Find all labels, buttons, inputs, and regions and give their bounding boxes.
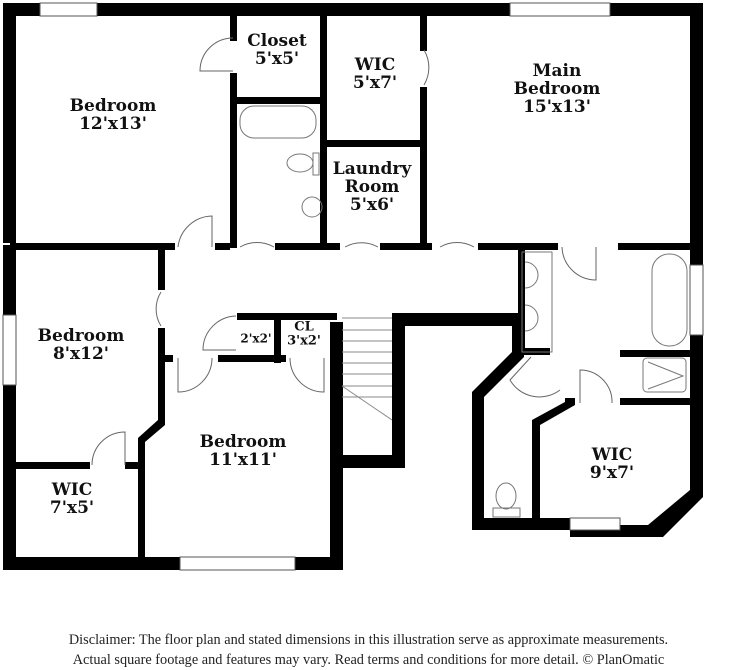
room-dimensions: 3'x2' xyxy=(287,333,321,348)
room-name: CL xyxy=(294,319,314,335)
sink-icon xyxy=(524,304,539,332)
room-cl: CL 3'x2' xyxy=(287,320,321,347)
freestanding-tub-icon xyxy=(651,253,688,347)
room-name: Bedroom xyxy=(37,326,125,347)
room-bedroom-nw: Bedroom 12'x13' xyxy=(69,96,157,134)
disclaimer-line-1: Disclaimer: The floor plan and stated di… xyxy=(68,632,669,648)
doors xyxy=(91,37,613,466)
room-dimensions: 11'x11' xyxy=(209,450,277,470)
room-bedroom-s: Bedroom 11'x11' xyxy=(199,432,287,470)
room-closet: Closet 5'x5' xyxy=(247,31,307,69)
exterior-walls xyxy=(3,3,703,570)
disclaimer: Disclaimer: The floor plan and stated di… xyxy=(0,630,737,670)
room-dimensions: 5'x7' xyxy=(352,73,398,93)
shower-icon xyxy=(642,357,687,393)
bathtub-icon xyxy=(239,105,317,139)
room-dimensions: 12'x13' xyxy=(79,114,147,134)
room-name-line1: Main xyxy=(532,61,582,82)
room-name: WIC xyxy=(591,445,633,466)
room-name-line1: Laundry xyxy=(332,159,412,180)
room-name: WIC xyxy=(51,480,93,501)
disclaimer-line-2: Actual square footage and features may v… xyxy=(72,652,665,668)
room-wic-sw: WIC 7'x5' xyxy=(49,480,95,518)
room-dimensions: 9'x7' xyxy=(589,463,635,483)
room-wic-top: WIC 5'x7' xyxy=(352,55,398,93)
room-name: WIC xyxy=(354,55,396,76)
room-dimensions: 2'x2' xyxy=(240,331,272,346)
sink-icon xyxy=(301,196,323,218)
floor-plan xyxy=(2,2,704,571)
room-dimensions: 8'x12' xyxy=(52,344,110,364)
room-dimensions: 7'x5' xyxy=(49,498,95,518)
room-wic-se: WIC 9'x7' xyxy=(589,445,635,483)
room-laundry: Laundry Room 5'x6' xyxy=(332,159,412,215)
toilet-icon xyxy=(495,482,517,510)
room-name-line2: Bedroom xyxy=(513,79,601,100)
sink-icon xyxy=(524,261,539,289)
room-name: Bedroom xyxy=(199,432,287,453)
room-name: Bedroom xyxy=(69,96,157,117)
room-name: Closet xyxy=(247,31,307,52)
room-dimensions: 5'x5' xyxy=(254,49,300,69)
room-name-line2: Room xyxy=(344,177,400,198)
toilet-icon xyxy=(286,153,314,173)
room-main-bedroom: Main Bedroom 15'x13' xyxy=(513,61,601,117)
room-bedroom-w: Bedroom 8'x12' xyxy=(37,326,125,364)
room-dimensions: 15'x13' xyxy=(523,96,591,117)
stairs xyxy=(341,317,393,421)
room-dimensions: 5'x6' xyxy=(349,194,395,215)
windows xyxy=(2,2,704,571)
room-linen-closet: 2'x2' xyxy=(240,333,271,346)
fixtures xyxy=(239,105,688,518)
